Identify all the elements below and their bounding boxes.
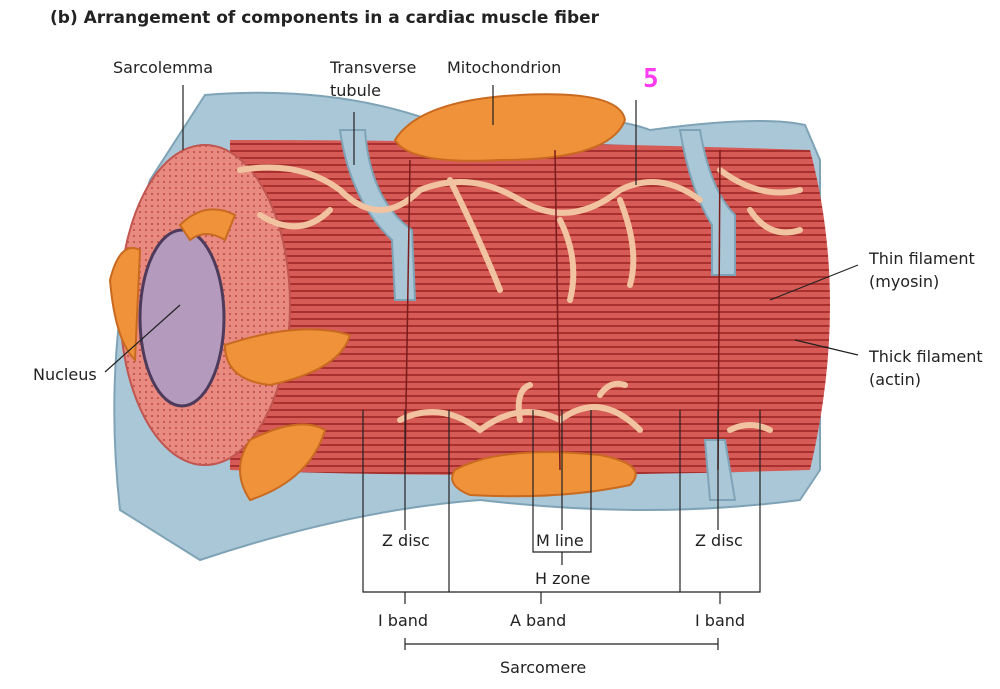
label-i-band-left: I band: [378, 611, 429, 630]
label-a-band: A band: [510, 611, 567, 630]
label-i-band-right: I band: [695, 611, 746, 630]
label-thick-filament-line1: Thick filament: [869, 347, 983, 366]
label-thin-filament-line1: Thin filament: [869, 249, 975, 268]
figure-title: (b) Arrangement of components in a cardi…: [50, 8, 600, 28]
nucleus: [138, 228, 226, 408]
transverse-tubules: [338, 129, 737, 501]
label-nucleus: Nucleus: [33, 365, 97, 384]
label-sarcolemma: Sarcolemma: [113, 58, 214, 77]
label-transverse-tubule-line1: Transverse: [330, 58, 417, 77]
mitochondria: [108, 93, 637, 502]
label-mitochondrion: Mitochondrion: [447, 58, 562, 77]
sarcoplasmic-reticulum: [237, 164, 803, 434]
label-z-disc-left: Z disc: [382, 531, 430, 550]
label-thin-filament-line2: (myosin): [869, 272, 940, 291]
label-transverse-tubule-line2: tubule: [330, 81, 381, 100]
marker-number: 5: [643, 64, 659, 94]
label-m-line: M line: [536, 531, 584, 550]
label-sarcomere: Sarcomere: [500, 658, 587, 677]
label-h-zone: H zone: [535, 569, 591, 588]
label-z-disc-right: Z disc: [695, 531, 743, 550]
leader-lines: [104, 85, 859, 650]
label-thick-filament-line2: (actin): [869, 370, 921, 389]
